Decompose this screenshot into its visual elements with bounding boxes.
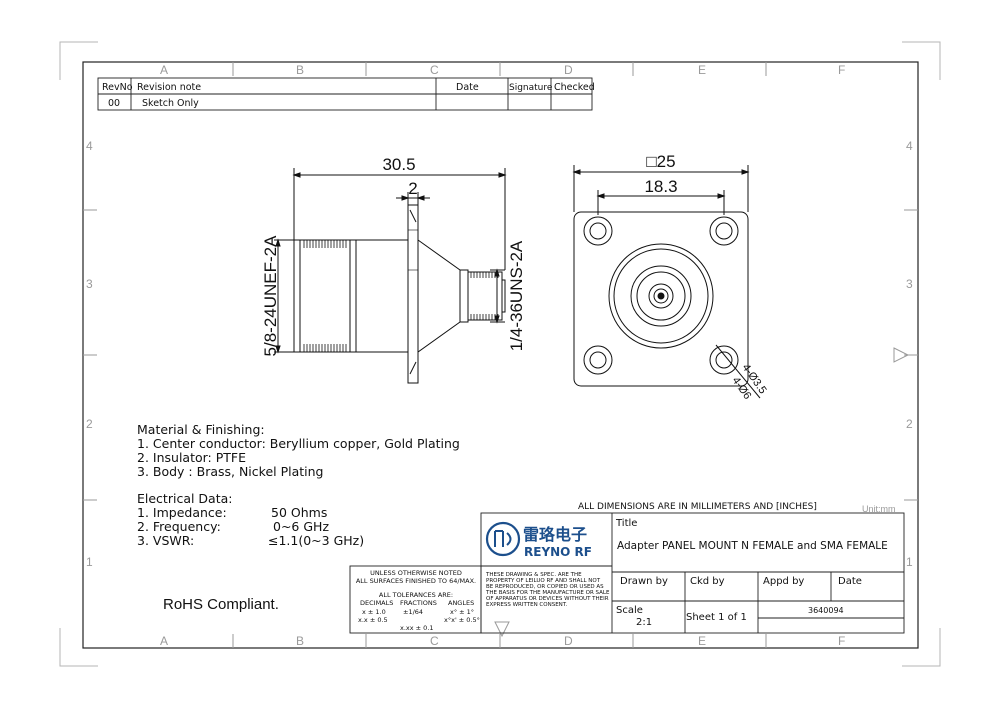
company-logo [485, 521, 521, 557]
dimension-note: ALL DIMENSIONS ARE IN MILLIMETERS AND [I… [578, 502, 817, 512]
material-line: 2. Insulator: PTFE [137, 450, 246, 465]
dim-length: 30.5 [382, 155, 415, 174]
company-name-cn: 雷珞电子 [523, 525, 587, 544]
zone-col-label: C [430, 63, 439, 77]
rev-header-note: Revision note [137, 82, 201, 93]
title-value: Adapter PANEL MOUNT N FEMALE and SMA FEM… [617, 540, 888, 552]
rev-row-note: Sketch Only [142, 98, 199, 109]
ckd-by-label: Ckd by [690, 576, 725, 587]
property-note-line: OF APPARATUS OR DEVICES WITHOUT THEIR [486, 596, 609, 602]
dim-flange: 2 [408, 179, 417, 198]
zone-row-label: 4 [86, 139, 93, 153]
tolerance-fraction: ±1/64 [403, 608, 423, 616]
side-view [274, 168, 507, 384]
tolerance-decimal: x ± 1.0 [362, 608, 386, 616]
sma-thread-hatch [470, 272, 499, 320]
zone-col-label: F [838, 63, 845, 77]
zone-row-label: 2 [906, 417, 913, 431]
electrical-value: 0~6 GHz [273, 519, 329, 534]
title-label: Title [615, 518, 637, 529]
zone-col-label: D [564, 634, 573, 648]
drawn-by-label: Drawn by [620, 576, 668, 587]
zone-col-label: F [838, 634, 845, 648]
tolerance-col-header: FRACTIONS [400, 599, 437, 607]
revision-table [97, 77, 593, 111]
date-label: Date [838, 576, 862, 587]
part-number: 3640094 [808, 606, 844, 615]
zone-row-label: 3 [906, 277, 913, 291]
zone-col-label: E [698, 63, 706, 77]
thread-left-label: 5/8-24UNEF-2A [261, 235, 280, 357]
zone-col-label: A [160, 634, 168, 648]
tolerance-line: ALL TOLERANCES ARE: [379, 591, 453, 599]
material-line: 3. Body : Brass, Nickel Plating [137, 464, 324, 479]
electrical-title: Electrical Data: [137, 491, 232, 506]
zone-row-label: 1 [906, 555, 913, 569]
rev-header-checked: Checked [554, 82, 595, 93]
dim-holes: 18.3 [644, 177, 677, 196]
zone-letters: A B C D E F A B C D E F 4 3 2 1 4 3 2 1 [86, 63, 913, 648]
n-thread-hatch [303, 240, 347, 352]
tolerance-decimal: x.x ± 0.5 [358, 616, 388, 624]
property-note-line: BE REPRODUCED, OR COPIED OR USED AS [486, 584, 604, 590]
rev-header-revno: RevNo [102, 82, 133, 93]
dim-square: □25 [646, 152, 675, 171]
zone-row-label: 1 [86, 555, 93, 569]
title-block [349, 512, 905, 634]
tolerance-line: ALL SURFACES FINISHED TO 64/MAX. [356, 577, 476, 585]
appd-by-label: Appd by [763, 576, 804, 587]
zone-col-label: C [430, 634, 439, 648]
zone-col-label: E [698, 634, 706, 648]
unit-label: Unit:mm [862, 504, 896, 514]
zone-ticks [83, 62, 918, 648]
main-border [82, 61, 919, 649]
property-note-line: PROPERTY OF LEILUO RF AND SHALL NOT [486, 578, 601, 584]
electrical-label: 3. VSWR: [137, 533, 194, 548]
scale-label: Scale [616, 605, 643, 616]
property-note-line: EXPRESS WRITTEN CONSENT. [486, 602, 568, 608]
zone-col-label: D [564, 63, 573, 77]
sheet-label: Sheet 1 of 1 [686, 612, 747, 623]
zone-row-label: 3 [86, 277, 93, 291]
zone-col-label: B [296, 63, 304, 77]
tolerance-fraction: x.xx ± 0.1 [400, 624, 434, 632]
property-note-line: THESE DRAWING & SPEC. ARE THE [485, 572, 582, 578]
zone-col-label: A [160, 63, 168, 77]
tolerance-col-header: DECIMALS [360, 599, 393, 607]
front-view [572, 165, 761, 399]
tolerance-angle: x° ± 1° [450, 608, 474, 616]
tolerance-angle: x°x' ± 0.5° [444, 616, 480, 624]
tolerance-line: UNLESS OTHERWISE NOTED [370, 569, 462, 577]
electrical-label: 2. Frequency: [137, 519, 221, 534]
electrical-value: 50 Ohms [271, 505, 327, 520]
rev-header-signature: Signature [509, 83, 553, 93]
zone-row-label: 2 [86, 417, 93, 431]
zone-col-label: B [296, 634, 304, 648]
electrical-value: ≤1.1(0~3 GHz) [268, 533, 364, 548]
centering-marks [494, 347, 910, 638]
company-name-en: REYNO RF [524, 545, 592, 559]
rohs-note: RoHS Compliant. [163, 596, 279, 613]
scale-value: 2:1 [636, 617, 652, 628]
rev-header-date: Date [456, 82, 479, 93]
electrical-label: 1. Impedance: [137, 505, 227, 520]
material-title: Material & Finishing: [137, 422, 265, 437]
tolerance-col-header: ANGLES [448, 599, 474, 607]
rev-row-revno: 00 [108, 98, 120, 109]
outer-frame-corners [59, 41, 941, 667]
property-note-line: THE BASIS FOR THE MANUFACTURE OR SALE [485, 590, 610, 596]
material-line: 1. Center conductor: Beryllium copper, G… [137, 436, 460, 451]
thread-right-label: 1/4-36UNS-2A [507, 240, 526, 351]
zone-row-label: 4 [906, 139, 913, 153]
